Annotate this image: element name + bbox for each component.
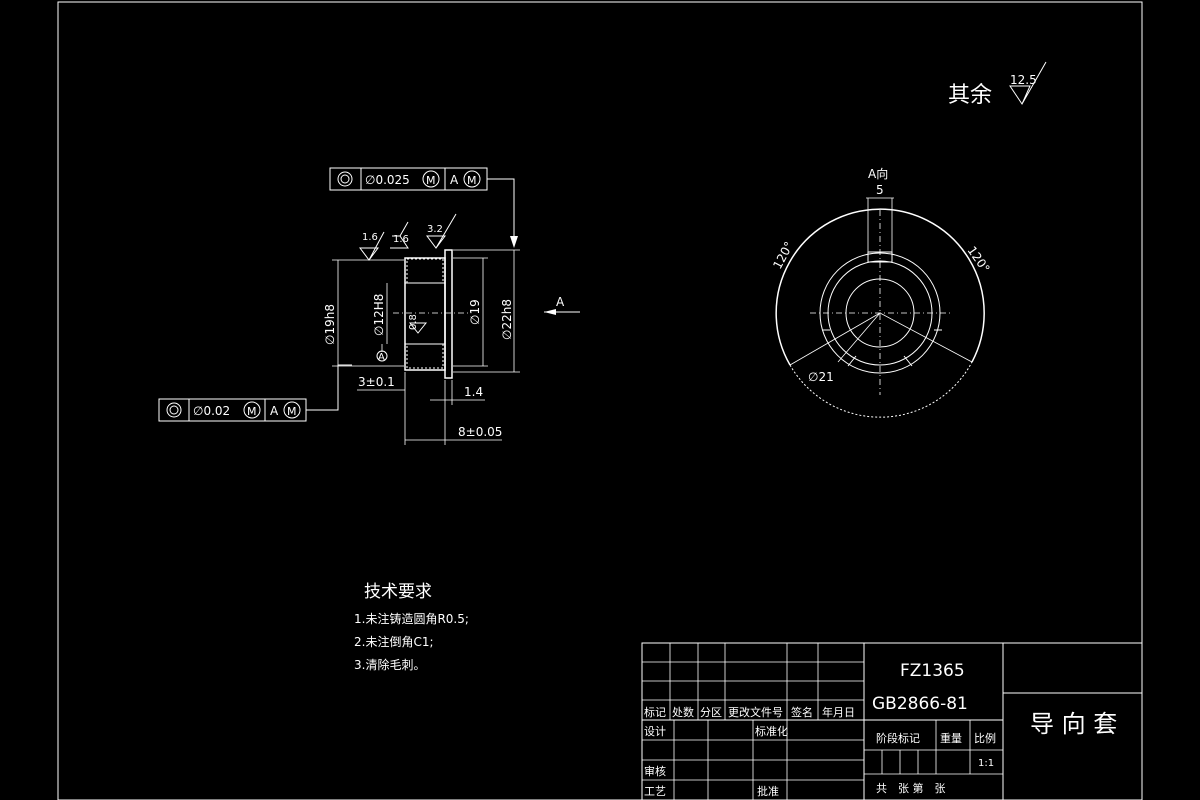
tb-part-name: 导 向 套: [1030, 710, 1117, 738]
roughness-3: 3.2: [427, 224, 443, 235]
roughness-note-label: 其余: [948, 83, 992, 108]
roughness-note: 其余 12.5: [948, 61, 1047, 108]
fcf-bottom: ∅0.02 M A M: [158, 364, 352, 422]
part-body-outline: [404, 257, 446, 371]
tb-weight: 重量: [940, 731, 962, 745]
roughness-1: 1.6: [362, 232, 378, 243]
tech-req-item-1: 1.未注铸造圆角R0.5;: [354, 611, 469, 626]
tb-header-count: 处数: [672, 706, 694, 719]
fcf-top-tolerance: ∅0.025: [365, 173, 410, 187]
roughness-2: 1.6: [393, 234, 409, 245]
tb-stage-mark: 阶段标记: [876, 731, 920, 745]
view-a-angle-left: 120°: [770, 239, 796, 271]
dim-d19h8: ∅19h8: [323, 304, 337, 345]
tech-requirements: 技术要求 1.未注铸造圆角R0.5; 2.未注倒角C1; 3.清除毛刺。: [354, 582, 469, 672]
section-view: 1.6 1.6 3.2 ∅19h8 ∅12H8 A 0.8 ∅: [323, 213, 580, 445]
dim-d12h8: ∅12H8: [372, 294, 386, 336]
tb-header-date: 年月日: [822, 705, 855, 719]
dim-d19: ∅19: [468, 299, 482, 325]
fcf-bottom-datum-mod: M: [287, 405, 297, 418]
roughness-note-value: 12.5: [1010, 73, 1037, 87]
tb-standard: GB2866-81: [872, 694, 968, 714]
dim-len-8: 8±0.05: [458, 425, 502, 439]
drawing-frame: [57, 1, 1143, 800]
dim-d22h8: ∅22h8: [500, 299, 514, 340]
dim-len-3: 3±0.1: [358, 375, 395, 389]
tb-review: 审核: [644, 764, 666, 778]
fcf-bottom-datum: A: [270, 404, 279, 418]
view-a-diameter: ∅21: [808, 370, 834, 384]
roughness-inner: 0.8: [408, 314, 419, 330]
tech-req-item-2: 2.未注倒角C1;: [354, 634, 434, 649]
tb-header-zone: 分区: [700, 706, 722, 719]
tb-header-sign: 签名: [791, 705, 813, 719]
fcf-bottom-tolerance: ∅0.02: [193, 404, 230, 418]
tb-scale-label: 比例: [974, 731, 996, 745]
title-block: 标记 处数 分区 更改文件号 签名 年月日 设计 标准化 审核 工艺 批准 FZ…: [641, 642, 1143, 800]
part-flange-outline: [444, 249, 453, 379]
view-a-outer-arc: [775, 208, 985, 366]
tb-process: 工艺: [644, 785, 666, 798]
tb-scale: 1:1: [978, 758, 994, 769]
tb-standardization: 标准化: [755, 724, 788, 738]
tb-approve: 批准: [757, 784, 779, 798]
view-arrow-a: A: [556, 295, 565, 309]
fcf-bottom-mod: M: [247, 405, 257, 418]
fcf-top-datum: A: [450, 173, 459, 187]
view-a-width: 5: [876, 183, 884, 197]
view-a: A向 5 120° 120° ∅21: [770, 166, 993, 418]
tech-req-title: 技术要求: [364, 582, 432, 602]
tb-header-mark: 标记: [644, 705, 666, 719]
tb-code: FZ1365: [900, 661, 965, 681]
view-a-title: A向: [868, 166, 888, 181]
datum-a-marker: A: [378, 352, 385, 363]
tb-header-change-doc: 更改文件号: [728, 705, 783, 719]
tb-design: 设计: [644, 725, 666, 738]
fcf-top-datum-mod: M: [467, 174, 477, 187]
fcf-top-mod: M: [426, 174, 436, 187]
dim-len-14: 1.4: [464, 385, 483, 399]
tb-sheets: 共 张 第 张: [876, 781, 946, 795]
fcf-top: ∅0.025 M A M: [329, 167, 518, 248]
tech-req-item-3: 3.清除毛刺。: [354, 657, 425, 672]
